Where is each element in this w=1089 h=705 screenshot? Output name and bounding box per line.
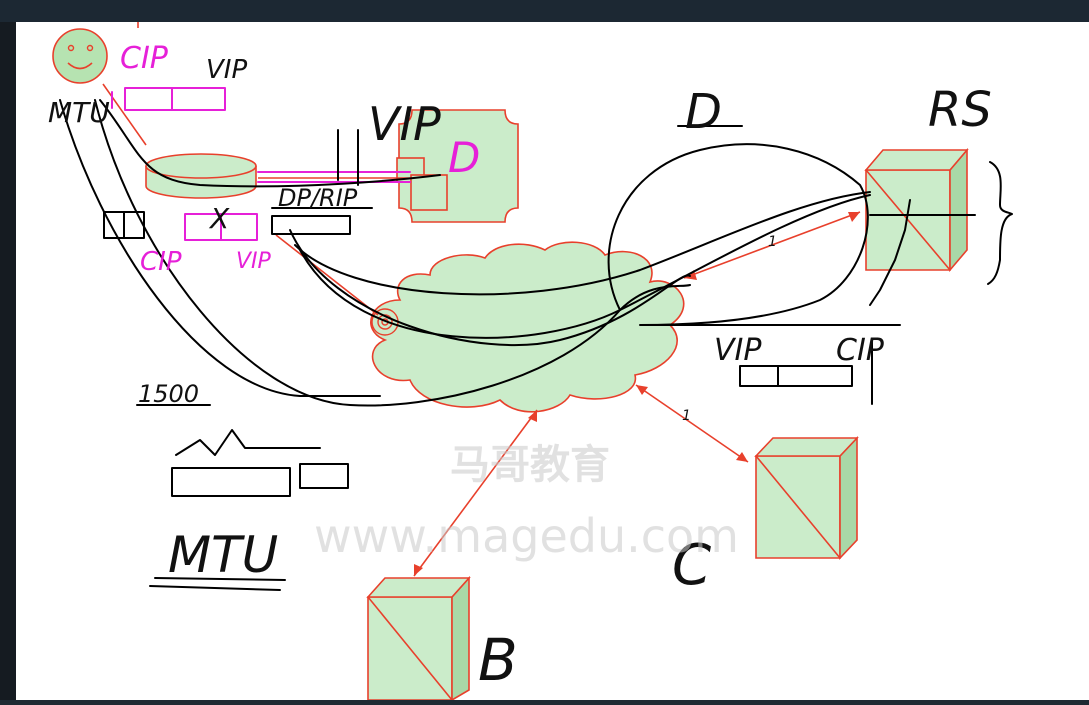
label-d: D [685, 84, 722, 140]
watermark-line1: 马哥教育 [450, 442, 610, 488]
label-d-pink: D [448, 133, 480, 182]
black-ink-paths [59, 99, 1013, 591]
diagram-labels: CIP VIP MTU VIP D RS D DP/RIP X CIP VIP … [48, 41, 992, 694]
label-dp-rp: DP/RIP [278, 184, 358, 212]
label-cip-pink-left: CIP [140, 247, 182, 277]
client-smiley-icon [52, 28, 108, 84]
label-vip-box: VIP [206, 55, 247, 85]
label-1500: 1500 [138, 380, 199, 408]
label-b: B [478, 626, 518, 694]
watermark: 马哥教育 www.magedu.com [314, 442, 739, 563]
label-vip-right: VIP [714, 333, 762, 368]
label-mtu-bottom: MTU [168, 526, 278, 584]
label-cip-right: CIP [836, 333, 885, 368]
server-c-icon [754, 435, 859, 561]
label-cip-pink: CIP [120, 41, 169, 76]
label-rs: RS [928, 82, 992, 138]
real-server-rs-icon [864, 147, 969, 273]
window-left-edge [0, 22, 16, 700]
server-b-icon [366, 575, 471, 702]
network-cloud [370, 241, 685, 413]
whiteboard-canvas[interactable]: CIP VIP MTU VIP D RS D DP/RIP X CIP VIP … [16, 22, 1089, 702]
label-vip-top: VIP [368, 97, 441, 151]
whiteboard-drawing: CIP VIP MTU VIP D RS D DP/RIP X CIP VIP … [48, 22, 1013, 702]
pink-annotations [111, 87, 411, 336]
label-1-upper: 1 [768, 234, 777, 250]
red-link-arrows [102, 22, 861, 577]
director-node-icon [396, 109, 519, 223]
label-vip-pink-left: VIP [236, 249, 272, 274]
label-1-lower: 1 [682, 408, 691, 424]
watermark-line2: www.magedu.com [314, 509, 739, 563]
window-top-bar [0, 0, 1089, 22]
label-x: X [208, 202, 230, 235]
label-c: C [672, 533, 711, 598]
router-cylinder-icon [145, 153, 257, 199]
label-mtu-top: MTU [48, 96, 110, 129]
